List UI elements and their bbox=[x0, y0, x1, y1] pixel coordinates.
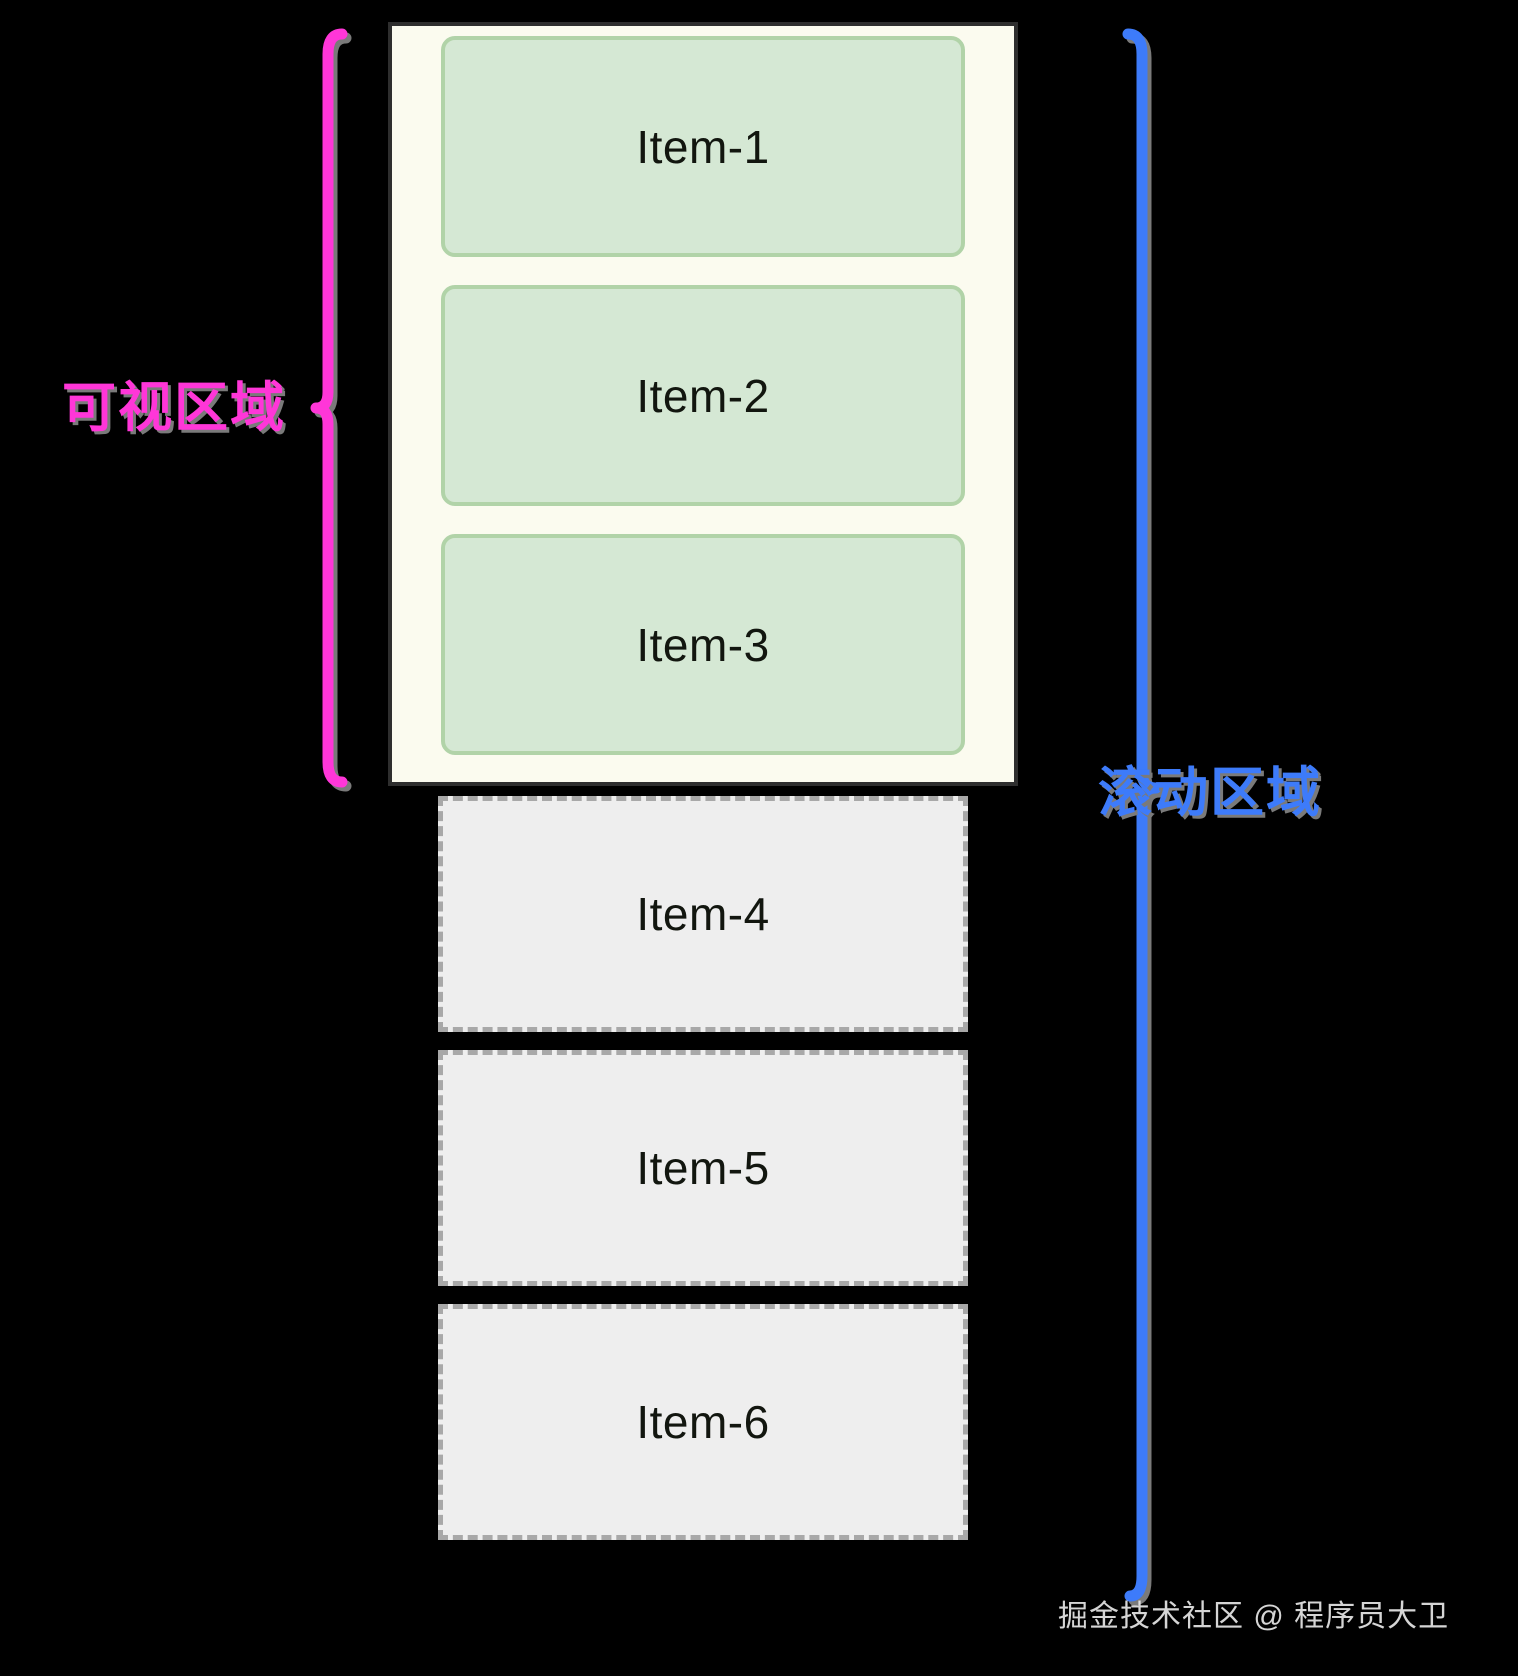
list-item[interactable]: Item-2 bbox=[441, 285, 965, 506]
list-item[interactable]: Item-5 bbox=[438, 1050, 968, 1286]
visible-area-label: 可视区域 bbox=[62, 378, 286, 438]
visible-area-bracket bbox=[300, 20, 360, 795]
overflow-items-list: Item-4 Item-5 Item-6 bbox=[388, 796, 1018, 1540]
viewport-container: Item-1 Item-2 Item-3 bbox=[388, 22, 1018, 786]
list-item[interactable]: Item-6 bbox=[438, 1304, 968, 1540]
list-item[interactable]: Item-1 bbox=[441, 36, 965, 257]
watermark: 掘金技术社区 @ 程序员大卫 bbox=[1058, 1600, 1450, 1633]
scroll-area-label: 滚动区域 bbox=[1098, 763, 1322, 823]
visible-items-list: Item-1 Item-2 Item-3 bbox=[392, 26, 1014, 782]
list-item[interactable]: Item-4 bbox=[438, 796, 968, 1032]
list-item[interactable]: Item-3 bbox=[441, 534, 965, 755]
scroll-area-bracket bbox=[1120, 20, 1180, 1610]
